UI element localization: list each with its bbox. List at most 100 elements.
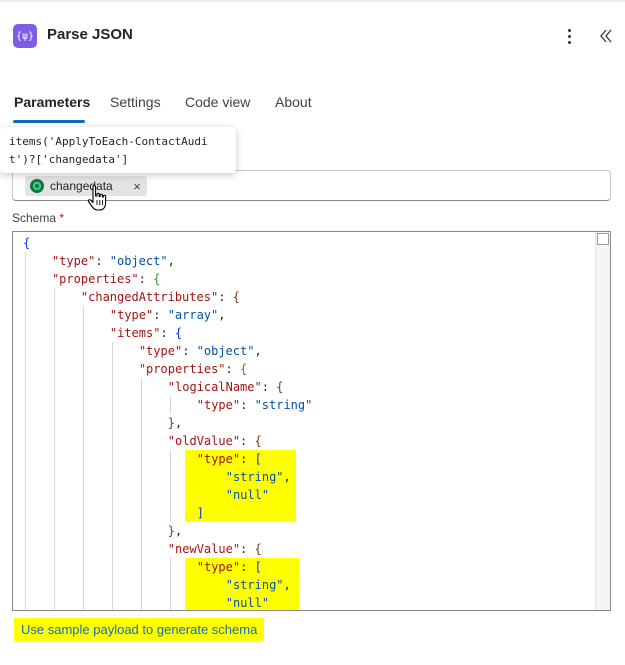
remove-token-icon[interactable]: × <box>133 178 141 194</box>
code-line: }, <box>168 414 182 432</box>
code-token: { <box>174 326 183 340</box>
action-header: {ψ} Parse JSON <box>0 20 625 52</box>
code-token: { <box>153 272 161 286</box>
token-label: changedata <box>50 179 113 193</box>
code-token: , <box>175 524 183 538</box>
code-token: "string" <box>225 578 284 592</box>
code-line: "type": [ <box>197 558 262 576</box>
code-token: , <box>283 578 291 592</box>
expression-tooltip: items('ApplyToEach-ContactAudi t')?['cha… <box>0 127 236 173</box>
tooltip-line: items('ApplyToEach-ContactAudi <box>9 135 208 148</box>
code-token: , <box>254 344 262 358</box>
code-line: "null" <box>225 594 270 610</box>
code-token: : <box>153 308 168 322</box>
more-options-button[interactable] <box>560 24 580 48</box>
code-token: , <box>167 254 175 268</box>
code-token: "type" <box>196 452 241 466</box>
indent-guide <box>111 342 113 610</box>
code-token: [ <box>254 452 262 466</box>
code-line: "type": "string" <box>197 396 313 414</box>
dynamic-content-token[interactable]: changedata × <box>25 176 147 196</box>
code-token: "string" <box>225 470 284 484</box>
code-token: { <box>254 542 262 556</box>
double-chevron-left-icon <box>600 29 612 43</box>
more-dot-icon <box>568 35 571 38</box>
code-line: "properties": { <box>52 270 160 288</box>
use-sample-payload-link[interactable]: Use sample payload to generate schema <box>14 618 265 641</box>
code-token: "logicalName" <box>167 380 262 394</box>
code-line: "type": "array", <box>110 306 226 324</box>
code-token: { <box>254 434 262 448</box>
tab-settings[interactable]: Settings <box>110 94 161 110</box>
code-token: "properties" <box>51 272 139 286</box>
vertical-scrollbar[interactable] <box>595 232 610 610</box>
code-token: "string" <box>254 398 313 412</box>
code-token: : <box>240 398 255 412</box>
indent-guide <box>169 396 171 414</box>
code-token: } <box>167 524 176 538</box>
tab-parameters[interactable]: Parameters <box>14 94 91 110</box>
scrollbar-thumb[interactable] <box>597 233 609 245</box>
code-token: "type" <box>51 254 96 268</box>
parse-json-action-icon: {ψ} <box>13 24 37 48</box>
more-dot-icon <box>568 41 571 44</box>
schema-editor[interactable]: {"type": "object","properties": {"change… <box>12 231 611 611</box>
required-marker: * <box>59 211 65 225</box>
code-token: "array" <box>167 308 219 322</box>
code-token: "type" <box>196 560 241 574</box>
hand-pointer-icon <box>87 185 107 211</box>
code-token: { <box>23 236 31 250</box>
code-line: "string", <box>226 468 291 486</box>
code-token: "object" <box>196 344 255 358</box>
code-line: "type": "object", <box>139 342 262 360</box>
code-token: "oldValue" <box>167 434 241 448</box>
code-token: , <box>218 308 226 322</box>
code-token: "object" <box>109 254 168 268</box>
code-line: }, <box>168 522 182 540</box>
more-dot-icon <box>568 29 571 32</box>
code-token: , <box>283 470 291 484</box>
code-token: : <box>240 560 255 574</box>
code-token: : <box>240 434 255 448</box>
code-token: "items" <box>109 326 161 340</box>
collapse-panel-button[interactable] <box>596 24 618 48</box>
code-line: "items": { <box>110 324 182 342</box>
code-line: "properties": { <box>139 360 247 378</box>
code-token: "type" <box>138 344 183 358</box>
code-line: "type": "object", <box>52 252 175 270</box>
code-line: ] <box>197 504 204 522</box>
code-token: : <box>225 362 240 376</box>
content-input[interactable]: changedata × <box>12 170 611 201</box>
code-token: : <box>261 380 277 394</box>
code-line: { <box>23 234 30 252</box>
code-token: ] <box>196 506 204 520</box>
code-line: "newValue": { <box>168 540 262 558</box>
active-tab-indicator <box>13 120 85 123</box>
code-token: [ <box>254 560 262 574</box>
code-token: : <box>240 542 255 556</box>
tab-bar: Parameters Settings Code view About <box>0 90 625 124</box>
code-token: : <box>240 452 255 466</box>
indent-guide <box>169 450 171 522</box>
code-token: { <box>276 380 284 394</box>
code-token: "type" <box>196 398 241 412</box>
highlight-oldvalue-type <box>185 450 296 522</box>
highlight-newvalue-type <box>185 558 299 610</box>
code-token: , <box>175 416 183 430</box>
code-line: "type": [ <box>197 450 262 468</box>
tab-code-view[interactable]: Code view <box>185 94 251 110</box>
tooltip-line: t')?['changedata'] <box>9 153 129 166</box>
top-divider <box>0 0 625 2</box>
indent-guide <box>25 252 26 610</box>
code-line: "null" <box>226 486 269 504</box>
code-token: "null" <box>225 596 270 610</box>
code-line: "string", <box>226 576 291 594</box>
code-token: "type" <box>109 308 154 322</box>
code-token: : <box>95 254 110 268</box>
code-line: "logicalName": { <box>168 378 284 396</box>
code-token: { <box>232 290 240 304</box>
tab-about[interactable]: About <box>275 94 312 110</box>
schema-code[interactable]: {"type": "object","properties": {"change… <box>13 232 595 610</box>
indent-guide <box>53 288 55 610</box>
indent-guide <box>82 306 84 610</box>
